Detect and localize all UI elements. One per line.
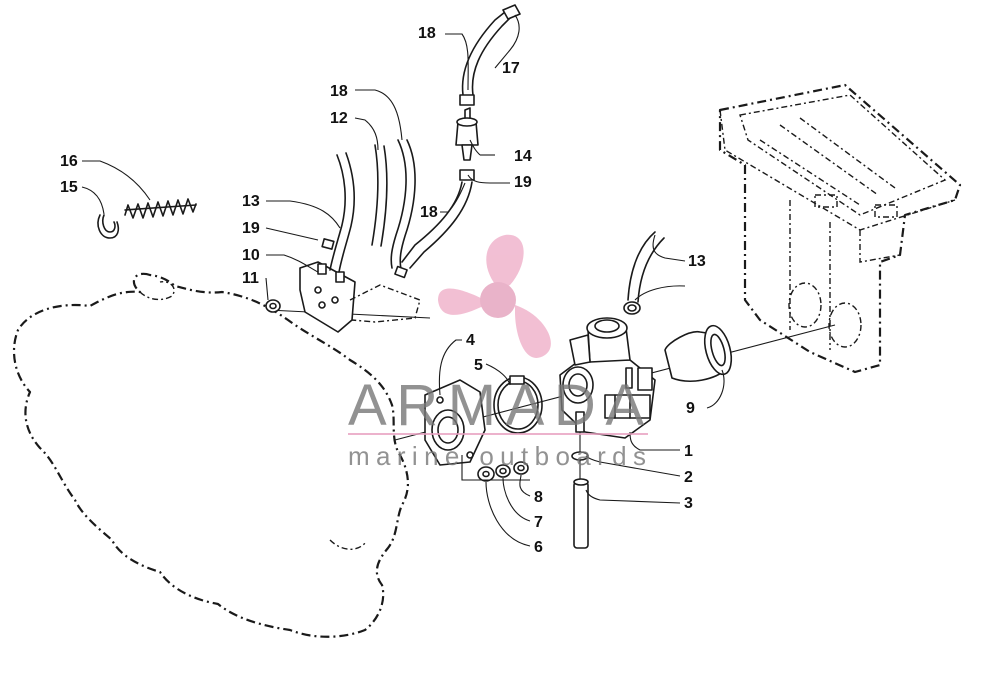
clamp-part-18-lower[interactable] — [459, 169, 475, 181]
washer-part-6[interactable] — [477, 466, 495, 482]
hose-part-12[interactable] — [371, 144, 388, 247]
callout-12: 12 — [330, 110, 348, 127]
callout-9: 9 — [686, 400, 695, 417]
watermark-underline — [348, 433, 648, 435]
clamp-part-19-right[interactable] — [623, 301, 641, 315]
callout-4: 4 — [466, 332, 475, 349]
hose-part-18-mid[interactable] — [390, 139, 416, 270]
fuel-filter-part-14[interactable] — [455, 107, 479, 161]
watermark-brand: ARMADA — [348, 373, 648, 438]
callout-19-left: 19 — [242, 220, 260, 237]
engine-block-outline — [12, 272, 409, 638]
airbox-outline — [718, 83, 962, 374]
callout-18-right: 19 — [514, 174, 532, 191]
spring-part-16[interactable] — [124, 198, 197, 219]
hose-part-17-lower[interactable] — [401, 181, 473, 269]
drain-tube-part-3[interactable] — [573, 478, 589, 549]
callout-10: 10 — [242, 247, 260, 264]
callout-1: 1 — [684, 443, 693, 460]
callout-11: 11 — [242, 270, 259, 287]
watermark-propeller-logo — [438, 234, 551, 358]
nut-part-11[interactable] — [265, 299, 281, 313]
callout-7: 7 — [534, 514, 543, 531]
callout-6: 6 — [534, 539, 543, 556]
clamp-part-17-mid[interactable] — [394, 265, 408, 279]
clamp-part-19-left[interactable] — [321, 238, 335, 250]
callout-16: 16 — [60, 153, 78, 170]
callout-18-top: 18 — [418, 25, 436, 42]
callout-5: 5 — [474, 357, 483, 374]
intake-flange-part-4[interactable] — [424, 379, 486, 466]
callout-14: 14 — [514, 148, 532, 165]
callout-labels: 18 17 18 12 14 19 18 13 19 10 11 16 15 1… — [60, 25, 706, 556]
leader-lines — [81, 14, 725, 547]
callout-13-left: 13 — [242, 193, 260, 210]
hose-part-13-right[interactable] — [627, 231, 665, 303]
hose-part-13-left[interactable] — [329, 152, 355, 273]
hose-part-18-top[interactable] — [461, 11, 511, 96]
callout-13-right: 13 — [688, 253, 706, 270]
washer-part-7[interactable] — [495, 464, 511, 478]
callout-17-top: 17 — [502, 60, 520, 77]
bracket-dashed — [349, 284, 421, 323]
bolt-bracket-line — [461, 455, 530, 481]
callout-17-mid: 18 — [420, 204, 438, 221]
clamp-part-17-top[interactable] — [459, 4, 521, 106]
callout-3: 3 — [684, 495, 693, 512]
carburetor-part-1[interactable] — [559, 317, 656, 439]
fuel-pump-part-10[interactable] — [299, 261, 356, 333]
callout-18-left: 18 — [330, 83, 348, 100]
jet-screw-part-2[interactable] — [571, 411, 589, 461]
callout-8: 8 — [534, 489, 543, 506]
nut-part-8[interactable] — [513, 461, 529, 475]
clip-part-15[interactable] — [97, 214, 120, 239]
callout-2: 2 — [684, 469, 693, 486]
air-intake-boot-part-9[interactable] — [664, 323, 736, 382]
callout-15: 15 — [60, 179, 78, 196]
